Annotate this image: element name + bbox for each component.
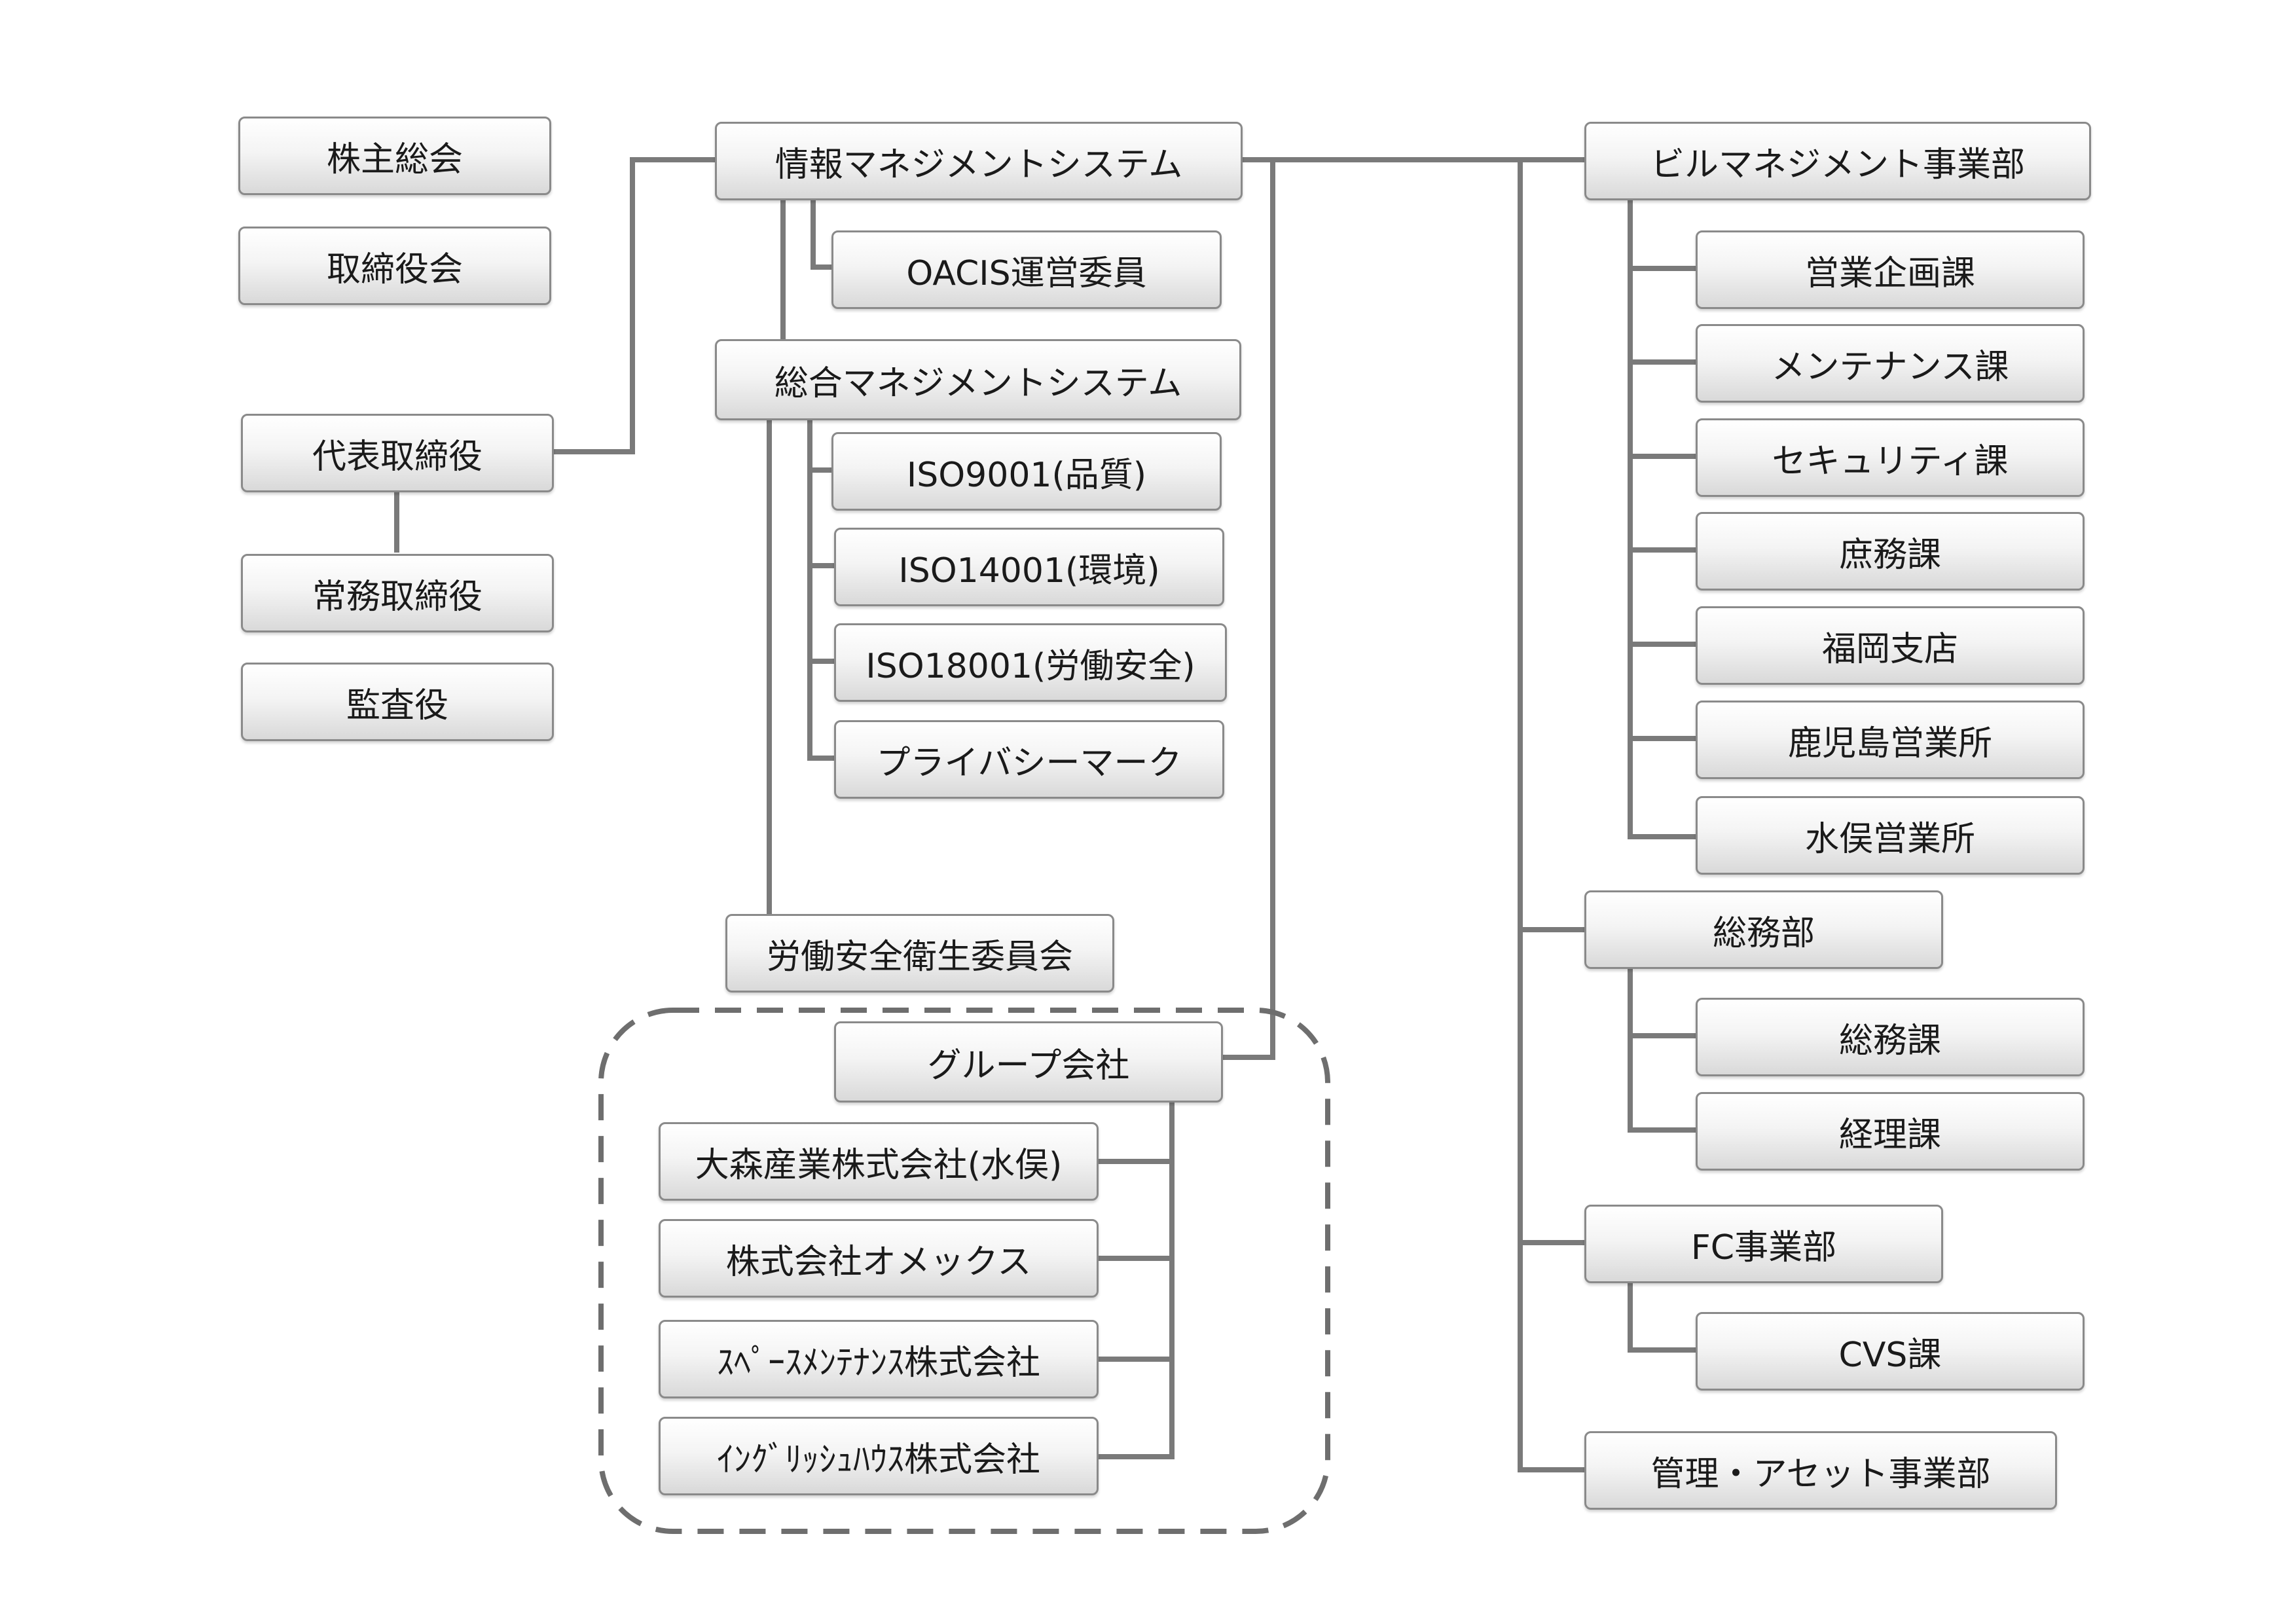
building-unit-label: 庶務課 [1838, 535, 1941, 575]
oacis-label: OACIS運営委員 [906, 253, 1147, 293]
building-unit-label: セキュリティ課 [1772, 441, 2009, 481]
group-company-box: 大森産業株式会社(水俣) [659, 1122, 1099, 1201]
group-company-label: 大森産業株式会社(水俣) [695, 1145, 1063, 1185]
general-affairs-dept-label: 総務部 [1712, 913, 1815, 953]
link-ims-oacis [811, 194, 834, 270]
building-unit-box: 営業企画課 [1696, 230, 2085, 309]
general-affairs-unit-label: 総務課 [1838, 1021, 1941, 1061]
iso9001-label: ISO9001(品質) [906, 455, 1147, 495]
fc-link [1628, 1278, 1698, 1353]
gms-label: 総合マネジメントシステム [774, 363, 1182, 403]
safety-committee-box: 労働安全衛生委員会 [725, 914, 1114, 993]
fc-unit-box: CVS課 [1696, 1312, 2085, 1391]
building-unit-box: 庶務課 [1696, 512, 2085, 591]
group-company-box: 株式会社オメックス [659, 1219, 1099, 1298]
building-unit-box: 鹿児島営業所 [1696, 701, 2085, 779]
building-unit-box: メンテナンス課 [1696, 324, 2085, 403]
asset-dept-box: 管理・アセット事業部 [1584, 1431, 2057, 1510]
building-unit-box: セキュリティ課 [1696, 418, 2085, 497]
iso14001-label: ISO14001(環境) [898, 551, 1160, 591]
shareholders-label: 株主総会 [326, 139, 463, 179]
iso18001-box: ISO18001(労働安全) [834, 623, 1227, 702]
ims-box: 情報マネジメントシステム [715, 122, 1243, 200]
group-company-box: ｲﾝｸﾞﾘｯｼｭﾊｳｽ株式会社 [659, 1417, 1099, 1495]
president-label: 代表取締役 [312, 437, 483, 477]
asset-dept-label: 管理・アセット事業部 [1650, 1454, 1991, 1494]
safety-committee-label: 労働安全衛生委員会 [766, 937, 1073, 977]
group-company-label: ｽﾍﾟｰｽﾒﾝﾃﾅﾝｽ株式会社 [716, 1343, 1040, 1383]
fc-unit-label: CVS課 [1838, 1335, 1942, 1375]
oacis-box: OACIS運営委員 [831, 230, 1222, 309]
building-unit-label: メンテナンス課 [1771, 347, 2009, 387]
auditor-label: 監査役 [346, 685, 448, 725]
managing-director-label: 常務取締役 [312, 577, 483, 617]
group-companies-label: グループ会社 [927, 1046, 1130, 1085]
general-affairs-dept-box: 総務部 [1584, 890, 1943, 969]
general-affairs-unit-label: 経理課 [1838, 1115, 1941, 1155]
board-box: 取締役会 [238, 227, 551, 305]
link-ims-group [1218, 157, 1275, 1060]
building-unit-label: 福岡支店 [1821, 629, 1958, 669]
privacy-mark-box: プライバシーマーク [834, 720, 1224, 799]
building-unit-label: 水俣営業所 [1804, 819, 1975, 859]
group-companies-box: グループ会社 [834, 1021, 1223, 1103]
group-company-box: ｽﾍﾟｰｽﾒﾝﾃﾅﾝｽ株式会社 [659, 1320, 1099, 1398]
general-affairs-unit-box: 経理課 [1696, 1092, 2085, 1171]
building-unit-label: 営業企画課 [1804, 253, 1975, 293]
fc-dept-label: FC事業部 [1690, 1228, 1837, 1267]
building-unit-box: 水俣営業所 [1696, 796, 2085, 875]
auditor-box: 監査役 [241, 663, 554, 741]
building-dept-label: ビルマネジメント事業部 [1650, 145, 2025, 185]
shareholders-box: 株主総会 [238, 117, 551, 195]
iso14001-box: ISO14001(環境) [834, 528, 1224, 606]
iso9001-box: ISO9001(品質) [831, 432, 1222, 511]
fc-dept-box: FC事業部 [1584, 1205, 1943, 1283]
group-frame [598, 1008, 1330, 1534]
group-company-label: ｲﾝｸﾞﾘｯｼｭﾊｳｽ株式会社 [716, 1440, 1040, 1480]
managing-director-box: 常務取締役 [241, 554, 554, 632]
president-box: 代表取締役 [241, 414, 554, 492]
board-label: 取締役会 [326, 249, 463, 289]
ims-label: 情報マネジメントシステム [774, 145, 1183, 185]
gms-box: 総合マネジメントシステム [715, 339, 1241, 420]
link-president-ims [550, 157, 718, 454]
general-affairs-unit-box: 総務課 [1696, 998, 2085, 1076]
group-company-label: 株式会社オメックス [725, 1242, 1032, 1282]
iso18001-label: ISO18001(労働安全) [866, 646, 1195, 686]
building-unit-box: 福岡支店 [1696, 606, 2085, 685]
building-dept-box: ビルマネジメント事業部 [1584, 122, 2091, 200]
privacy-mark-label: プライバシーマーク [876, 743, 1182, 783]
building-unit-label: 鹿児島営業所 [1787, 723, 1992, 763]
